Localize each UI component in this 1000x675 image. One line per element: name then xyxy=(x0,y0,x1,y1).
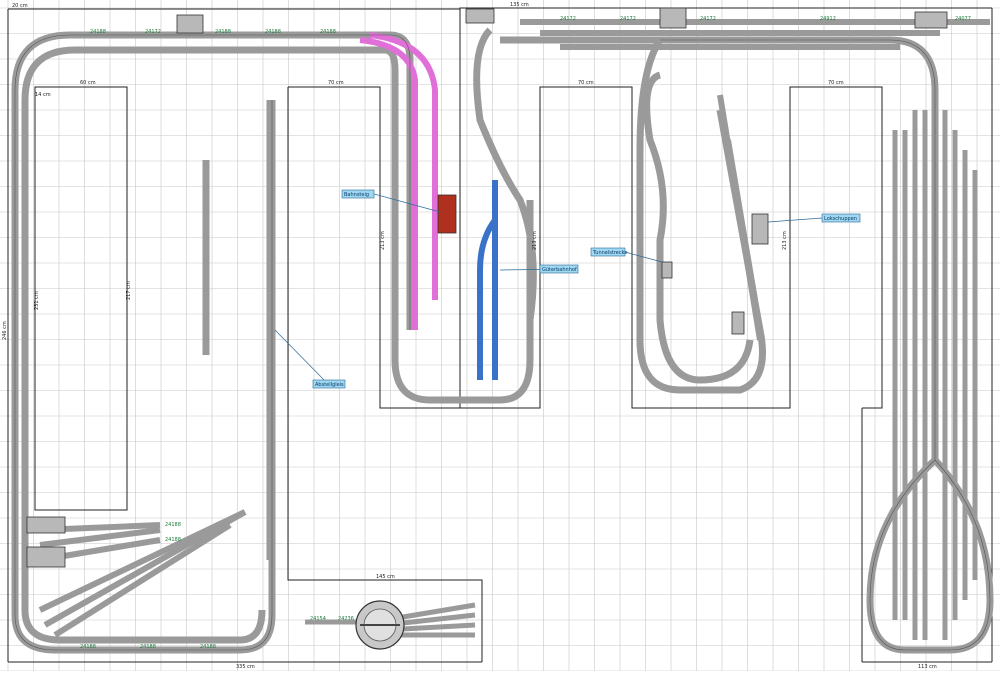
track-label: 24154 xyxy=(310,616,326,622)
callout-1-text: Bahnsteig xyxy=(344,192,369,198)
building-yard-shed-2[interactable] xyxy=(26,546,66,568)
track-label: 24236 xyxy=(338,616,354,622)
dim-left-height: 246 cm xyxy=(2,321,8,340)
building-top-mid[interactable] xyxy=(465,8,495,24)
track-label: 24188 xyxy=(90,29,106,35)
track-edges xyxy=(14,34,991,651)
track-label: 24188 xyxy=(265,29,281,35)
track-label: 24077 xyxy=(955,16,971,22)
dim-left-inner-height: 231 cm xyxy=(34,291,40,310)
building-top-right[interactable] xyxy=(659,7,687,29)
track-label: 24188 xyxy=(320,29,336,35)
track-highlight-blue xyxy=(477,180,498,380)
track-label: 24188 xyxy=(140,644,156,650)
track-part-labels: 24188 24172 24188 24188 24188 24172 2417… xyxy=(80,16,971,650)
dim-bottom-right: 113 cm xyxy=(918,664,937,670)
dim-mid-height: 213 cm xyxy=(380,231,386,250)
track-mid-loop xyxy=(473,27,766,394)
track-yard-lower-left xyxy=(38,509,247,638)
building-right-depot[interactable] xyxy=(751,213,769,245)
track-label: 24188 xyxy=(215,29,231,35)
track-outer-left-loop xyxy=(11,31,414,654)
track-label: 24172 xyxy=(560,16,576,22)
dimension-labels: 20 cm 60 cm 70 cm 70 cm 70 cm 135 cm 145… xyxy=(2,2,937,670)
dim-mid-height-2: 213 cm xyxy=(532,231,538,250)
track-label: 24172 xyxy=(700,16,716,22)
turntable[interactable] xyxy=(355,600,405,650)
dim-bottom-total: 335 cm xyxy=(236,664,255,670)
callout-5-text: Abstellgleis xyxy=(315,382,344,388)
track-yard-right xyxy=(892,110,978,640)
dim-left-inner-width: 60 cm xyxy=(80,80,96,86)
dim-mid-inner-width: 70 cm xyxy=(328,80,344,86)
callout-4-text: Lokschuppen xyxy=(824,216,857,222)
building-top-left[interactable] xyxy=(176,14,204,34)
building-yard-shed-1[interactable] xyxy=(26,516,66,534)
track-highlight-pink xyxy=(359,32,438,330)
dim-bottom-inner: 145 cm xyxy=(376,574,395,580)
building-right-small[interactable] xyxy=(661,261,673,279)
track-label: 24172 xyxy=(145,29,161,35)
building-red-station[interactable] xyxy=(437,194,457,234)
dim-top-left: 20 cm xyxy=(12,3,28,9)
callout-3-text: Tunnelstrecke xyxy=(592,250,627,256)
dim-left-inner-height2: 217 cm xyxy=(126,281,132,300)
callout-2[interactable]: Güterbahnhof xyxy=(539,264,579,274)
callout-5[interactable]: Abstellgleis xyxy=(312,379,346,389)
callout-1[interactable]: Bahnsteig xyxy=(341,189,375,199)
dim-right-inner-width-2: 70 cm xyxy=(828,80,844,86)
track-right-loop-inner xyxy=(643,71,754,384)
dim-top-right: 135 cm xyxy=(510,2,529,8)
track-right-loop xyxy=(660,36,994,654)
track-outer-left-loop-inner xyxy=(21,46,534,644)
track-label: 24172 xyxy=(620,16,636,22)
track-top-parallel xyxy=(520,19,990,50)
dim-mid-height-3: 213 cm xyxy=(782,231,788,250)
track-label: 24188 xyxy=(165,522,181,528)
board-outline xyxy=(7,7,993,663)
track-label: 24912 xyxy=(820,16,836,22)
buildings xyxy=(26,7,948,568)
building-right-small-2[interactable] xyxy=(731,311,745,335)
callout-3[interactable]: Tunnelstrecke xyxy=(590,247,627,257)
track-label: 24188 xyxy=(200,644,216,650)
track-label: 24188 xyxy=(80,644,96,650)
track-diagonal-sidings xyxy=(717,94,763,341)
callouts: Bahnsteig Güterbahnhof Tunnelstrecke Lok… xyxy=(312,189,861,389)
dim-corner: 14 cm xyxy=(35,92,51,98)
track-label: 24188 xyxy=(165,537,181,543)
building-top-far-right[interactable] xyxy=(914,11,948,29)
dim-right-inner-width-1: 70 cm xyxy=(578,80,594,86)
callout-4[interactable]: Lokschuppen xyxy=(821,213,861,223)
callout-2-text: Güterbahnhof xyxy=(542,267,577,273)
